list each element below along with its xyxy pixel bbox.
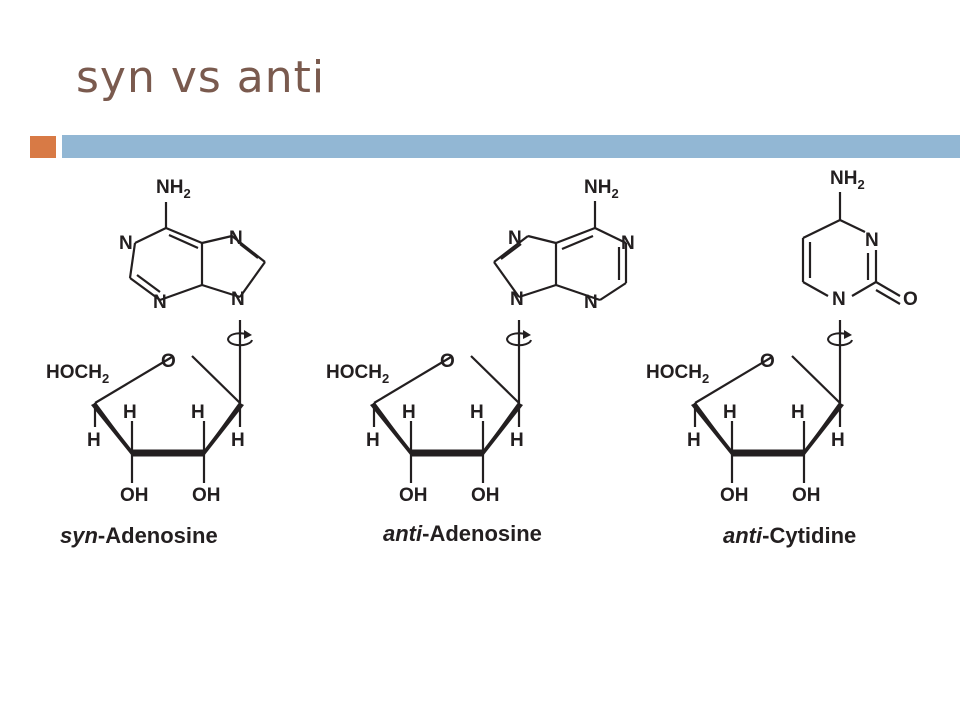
n3-label: N <box>153 292 167 313</box>
n1-label: N <box>119 233 133 254</box>
hydroxyl-label: OH <box>720 485 749 506</box>
syn-adenosine-structure <box>91 202 266 483</box>
n3-label: N <box>865 230 879 251</box>
amino-group-label: NH2 <box>156 177 191 201</box>
hydroxyl-label: OH <box>192 485 221 506</box>
h-label: H <box>510 430 524 451</box>
title-rule <box>62 135 960 158</box>
anti-adenosine-labels: NH2 N N N N O HOCH2 H H H H OH OH anti-A… <box>326 177 635 546</box>
ring-oxygen-label: O <box>760 351 775 372</box>
slide-title: syn vs anti <box>76 52 326 103</box>
anti-cytidine-structure <box>691 192 901 483</box>
h-label: H <box>191 402 205 423</box>
anti-cytidine-labels: NH2 N N O O HOCH2 H H H H OH OH anti-Cyt… <box>646 168 918 548</box>
title-accent-bar <box>0 136 56 158</box>
h-label: H <box>123 402 137 423</box>
hoch2-label: HOCH2 <box>646 362 709 386</box>
anti-adenosine-structure <box>370 201 628 483</box>
syn-adenosine-caption: syn-Adenosine <box>60 523 218 548</box>
hydroxyl-label: OH <box>471 485 500 506</box>
hydroxyl-label: OH <box>120 485 149 506</box>
ring-oxygen-label: O <box>161 351 176 372</box>
anti-cytidine-caption: anti-Cytidine <box>723 523 856 548</box>
n7-label: N <box>229 228 243 249</box>
h-label: H <box>723 402 737 423</box>
ring-oxygen-label: O <box>440 351 455 372</box>
n1-label: N <box>621 233 635 254</box>
hydroxyl-label: OH <box>399 485 428 506</box>
amino-group-label: NH2 <box>584 177 619 201</box>
hoch2-label: HOCH2 <box>326 362 389 386</box>
h-label: H <box>687 430 701 451</box>
amino-group-label: NH2 <box>830 168 865 192</box>
n9-label: N <box>231 289 245 310</box>
h-label: H <box>791 402 805 423</box>
n3-label: N <box>584 292 598 313</box>
syn-adenosine-labels: NH2 N N N N O HOCH2 H H H H OH OH syn-Ad… <box>46 177 245 548</box>
h-label: H <box>402 402 416 423</box>
h-label: H <box>366 430 380 451</box>
n9-label: N <box>510 289 524 310</box>
hydroxyl-label: OH <box>792 485 821 506</box>
h-label: H <box>231 430 245 451</box>
hoch2-label: HOCH2 <box>46 362 109 386</box>
carbonyl-oxygen-label: O <box>903 289 918 310</box>
anti-adenosine-caption: anti-Adenosine <box>383 521 542 546</box>
h-label: H <box>470 402 484 423</box>
n7-label: N <box>508 228 522 249</box>
n1-label: N <box>832 289 846 310</box>
h-label: H <box>831 430 845 451</box>
h-label: H <box>87 430 101 451</box>
